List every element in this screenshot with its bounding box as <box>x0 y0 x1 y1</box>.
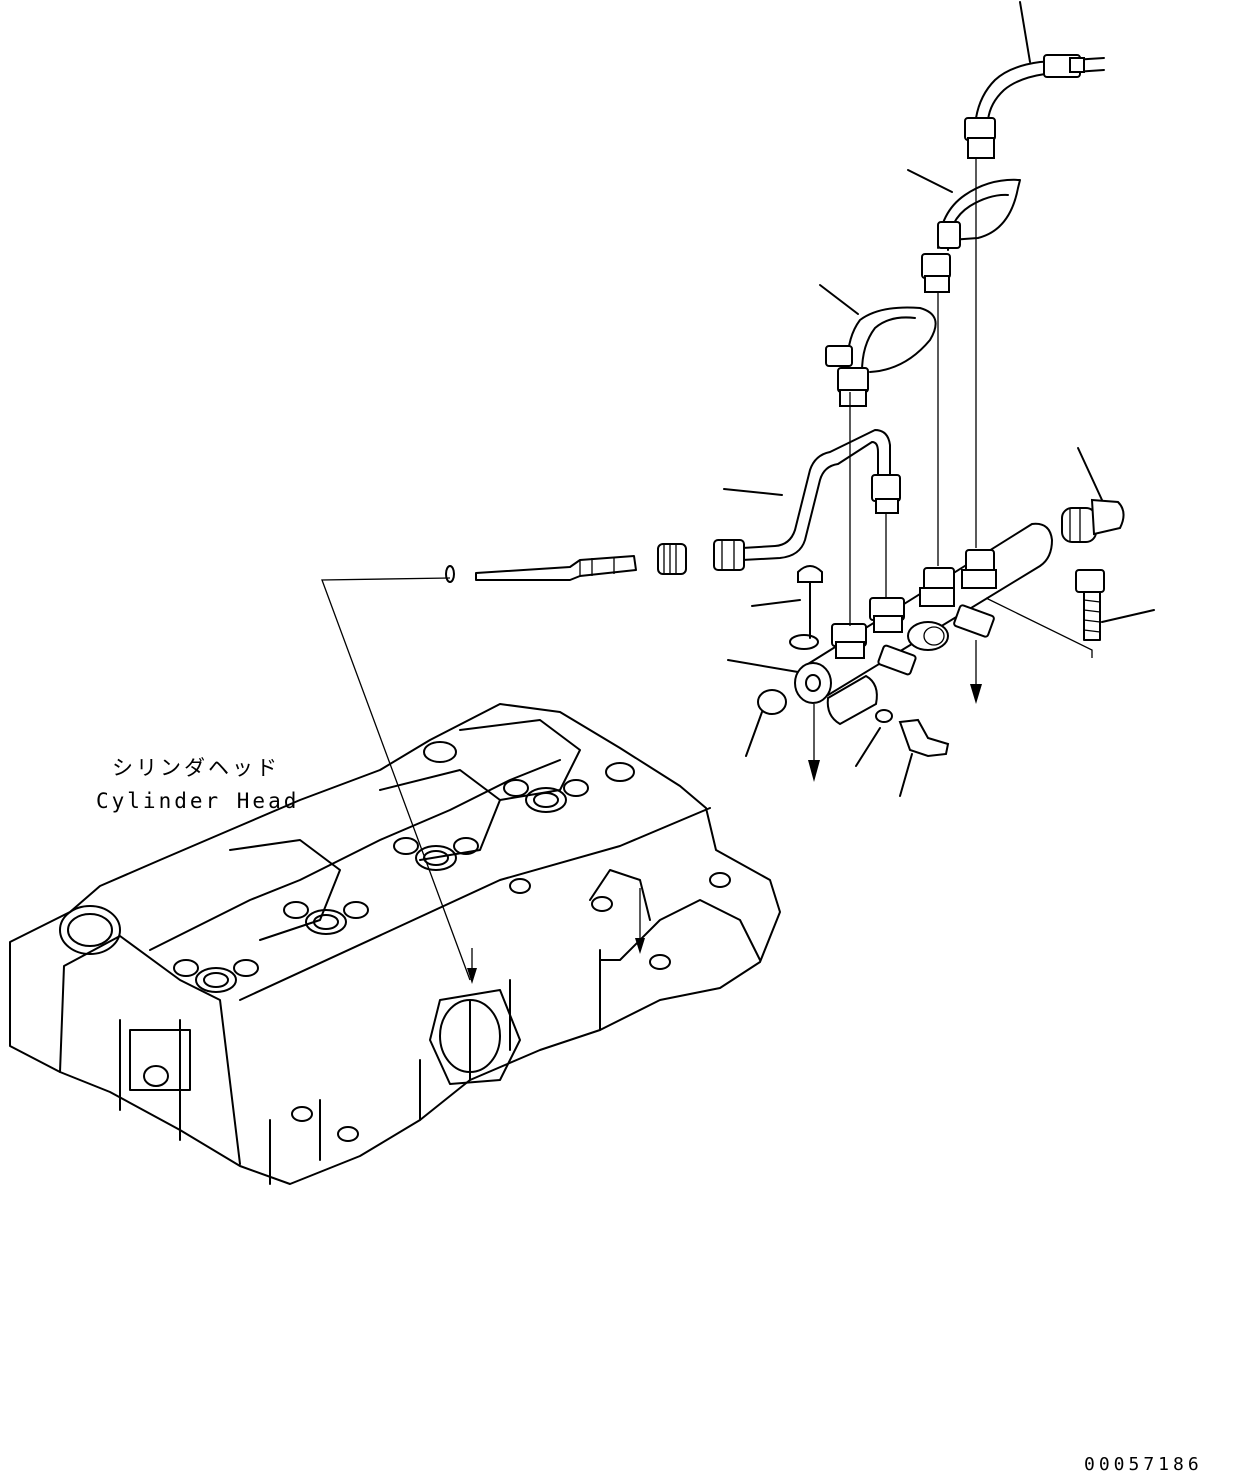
injection-pipe-4 <box>713 429 901 571</box>
head-arrows <box>467 888 645 984</box>
injection-pipe-2 <box>907 169 1021 293</box>
injector-nozzle <box>445 543 687 583</box>
common-rail <box>789 522 1054 726</box>
valve-bores <box>173 741 731 1142</box>
o-ring <box>855 709 893 767</box>
part-name-japanese: シリンダヘッド <box>112 756 280 780</box>
rail-pressure-sensor <box>1061 447 1125 543</box>
cylinder-head <box>9 703 781 1185</box>
injection-pipe-3 <box>819 284 937 407</box>
rail-plug <box>745 689 787 757</box>
bracket-bolt <box>985 569 1155 658</box>
pressure-limiter <box>898 718 950 797</box>
leader-lines <box>321 158 982 981</box>
drawing-number: 00057186 <box>1084 1454 1203 1475</box>
injection-pipe-1 <box>964 1 1105 159</box>
part-name-english: Cylinder Head <box>96 789 300 813</box>
